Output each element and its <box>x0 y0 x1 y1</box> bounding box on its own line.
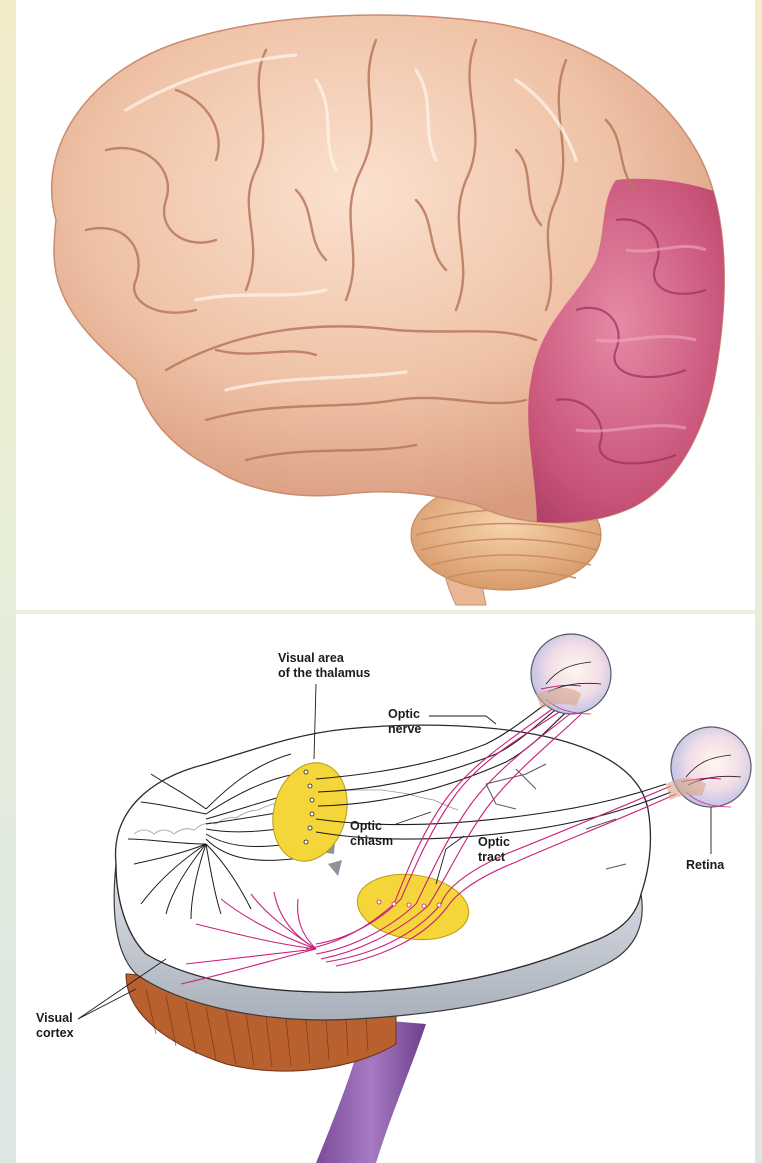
label-optic-chiasm: Optic chiasm <box>350 819 393 849</box>
label-optic-nerve: Optic nerve <box>388 707 421 737</box>
label-optic-tract: Optic tract <box>478 835 510 865</box>
label-visual-area-thalamus: Visual area of the thalamus <box>278 651 370 681</box>
visual-pathway-diagram: Visual area of the thalamus Optic nerve … <box>16 614 755 1163</box>
label-visual-cortex: Visual cortex <box>36 1011 74 1041</box>
brain-lateral-illustration <box>16 0 755 610</box>
label-retina: Retina <box>686 858 724 873</box>
figure-frame: Visual area of the thalamus Optic nerve … <box>16 0 755 1163</box>
